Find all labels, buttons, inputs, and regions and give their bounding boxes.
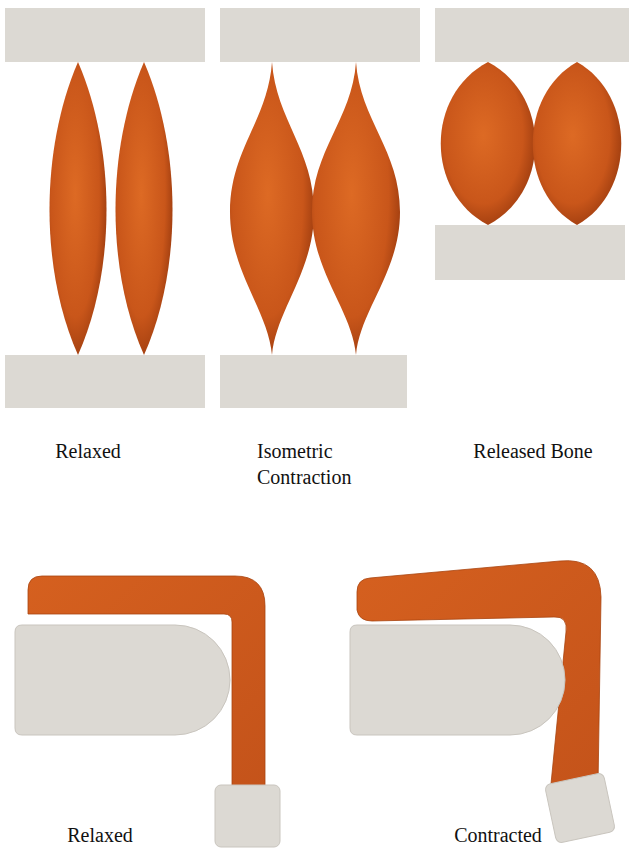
bone <box>215 785 280 847</box>
bone-plate <box>220 8 420 62</box>
caption-label: Isometric Contraction <box>257 438 387 490</box>
bone-plate <box>435 225 625 280</box>
bone-plate <box>435 8 629 62</box>
caption-label: Relaxed <box>18 438 158 464</box>
muscle-spindle <box>50 62 107 355</box>
muscle-spindle <box>230 62 314 355</box>
muscle-spindle <box>116 62 173 355</box>
caption-label: Contracted <box>448 822 548 848</box>
bone <box>350 625 565 735</box>
bone <box>544 772 615 843</box>
caption-label: Relaxed <box>30 822 170 848</box>
caption-label: Released Bone <box>443 438 623 464</box>
bone-plate <box>5 8 205 62</box>
bone-plate <box>5 355 205 408</box>
bone-plate <box>220 355 407 408</box>
muscle-spindle <box>441 62 536 225</box>
muscle-spindle <box>533 62 622 225</box>
muscle-spindle <box>312 62 400 355</box>
bone <box>15 625 230 735</box>
